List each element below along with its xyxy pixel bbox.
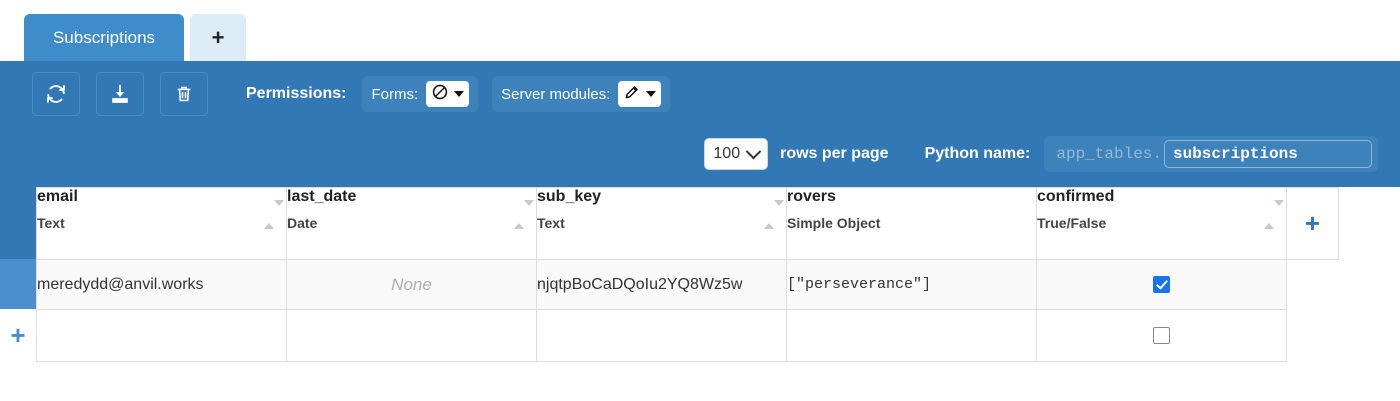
- add-row-button[interactable]: +: [0, 309, 36, 361]
- download-button[interactable]: [96, 72, 144, 116]
- server-modules-permission-dropdown[interactable]: [618, 81, 662, 107]
- delete-button[interactable]: [160, 72, 208, 116]
- cell-email[interactable]: meredydd@anvil.works: [36, 259, 287, 310]
- column-type: Text: [37, 215, 65, 231]
- table-toolbar: Permissions: Forms: Server modules:: [0, 61, 1400, 187]
- server-modules-permission-group: Server modules:: [492, 76, 671, 112]
- cell-sub_key[interactable]: njqtpBoCaDQoIu2YQ8Wz5w: [536, 259, 787, 310]
- column-header-last_date[interactable]: last_date Date: [286, 187, 537, 260]
- column-header-sub_key[interactable]: sub_key Text: [536, 187, 787, 260]
- chevron-down-icon: [745, 143, 762, 159]
- cell-last_date[interactable]: None: [286, 259, 537, 310]
- pencil-icon: [623, 83, 641, 106]
- tab-label: Subscriptions: [52, 27, 156, 47]
- caret-up-icon: [514, 206, 524, 229]
- tab-strip: Subscriptions +: [0, 0, 1400, 61]
- column-type: True/False: [1037, 215, 1107, 231]
- row-end-spacer: [1286, 259, 1339, 310]
- plus-icon: +: [211, 24, 225, 50]
- caret-up-icon: [764, 206, 774, 229]
- column-name: rovers: [787, 188, 836, 205]
- forms-permission-group: Forms:: [362, 76, 479, 112]
- column-name: confirmed: [1037, 188, 1115, 205]
- table-row[interactable]: meredydd@anvil.works None njqtpBoCaDQoIu…: [36, 259, 1339, 310]
- forms-permission-dropdown[interactable]: [426, 81, 470, 107]
- server-modules-label: Server modules:: [501, 85, 611, 103]
- table-left-gutter-header: [0, 187, 36, 259]
- cell-confirmed[interactable]: [1036, 259, 1287, 310]
- cell-rovers[interactable]: ["perseverance"]: [786, 259, 1037, 310]
- column-type: Simple Object: [787, 215, 881, 231]
- column-header-rovers[interactable]: rovers Simple Object: [786, 187, 1037, 260]
- tab-subscriptions[interactable]: Subscriptions: [24, 14, 184, 61]
- trash-icon: [174, 83, 194, 105]
- caret-down-icon: [1274, 200, 1284, 223]
- python-name-prefix: app_tables.: [1056, 145, 1162, 163]
- column-type: Text: [537, 215, 565, 231]
- caret-up-icon: [1264, 206, 1274, 229]
- ban-icon: [431, 83, 449, 106]
- cell-new-sub_key[interactable]: [536, 309, 787, 362]
- rows-per-page-label: rows per page: [780, 145, 889, 162]
- column-name: email: [37, 188, 78, 205]
- toolbar-primary-row: Permissions: Forms: Server modules:: [0, 61, 684, 127]
- sort-toggle-confirmed[interactable]: [1264, 200, 1284, 229]
- caret-up-icon: [264, 206, 274, 229]
- plus-icon: +: [10, 320, 26, 350]
- chevron-down-icon: [454, 91, 465, 97]
- sort-toggle-last-date[interactable]: [514, 200, 534, 229]
- forms-label: Forms:: [371, 85, 419, 103]
- column-type: Date: [287, 215, 318, 231]
- refresh-button[interactable]: [32, 72, 80, 116]
- python-name-box: app_tables.: [1044, 136, 1378, 172]
- caret-down-icon: [524, 200, 534, 223]
- sort-toggle-sub-key[interactable]: [764, 200, 784, 229]
- cell-new-last_date[interactable]: [286, 309, 537, 362]
- column-header-email[interactable]: email Text: [36, 187, 287, 260]
- download-icon: [109, 83, 131, 105]
- plus-icon: +: [1304, 208, 1321, 238]
- column-header-confirmed[interactable]: confirmed True/False: [1036, 187, 1287, 260]
- toolbar-secondary-row: 100 rows per page Python name: app_table…: [704, 129, 1378, 179]
- table-header-row: email Text last_date Date su: [36, 187, 1339, 260]
- cell-new-confirmed[interactable]: [1036, 309, 1287, 362]
- checkbox-confirmed[interactable]: [1153, 275, 1170, 293]
- rows-per-page-select[interactable]: 100: [704, 138, 769, 170]
- python-name-input[interactable]: [1164, 140, 1372, 168]
- row-end-spacer: [1286, 309, 1339, 362]
- column-name: last_date: [287, 188, 357, 205]
- table-row-new[interactable]: [36, 309, 1339, 362]
- row-selection-indicator: [0, 259, 36, 309]
- add-column-button[interactable]: +: [1286, 187, 1339, 260]
- add-tab-button[interactable]: +: [190, 14, 246, 61]
- cell-new-rovers[interactable]: [786, 309, 1037, 362]
- column-name: sub_key: [537, 188, 602, 205]
- data-table: email Text last_date Date su: [36, 187, 1339, 362]
- data-table-area: + email Text last_date Date: [0, 187, 1400, 401]
- python-name-label: Python name:: [924, 145, 1031, 162]
- caret-down-icon: [274, 200, 284, 223]
- permissions-label: Permissions:: [246, 85, 347, 102]
- refresh-icon: [45, 83, 67, 105]
- rows-per-page-value: 100: [713, 145, 741, 162]
- cell-new-email[interactable]: [36, 309, 287, 362]
- checkbox-new-confirmed[interactable]: [1153, 326, 1170, 344]
- chevron-down-icon: [646, 91, 657, 97]
- sort-toggle-email[interactable]: [264, 200, 284, 229]
- caret-down-icon: [774, 200, 784, 223]
